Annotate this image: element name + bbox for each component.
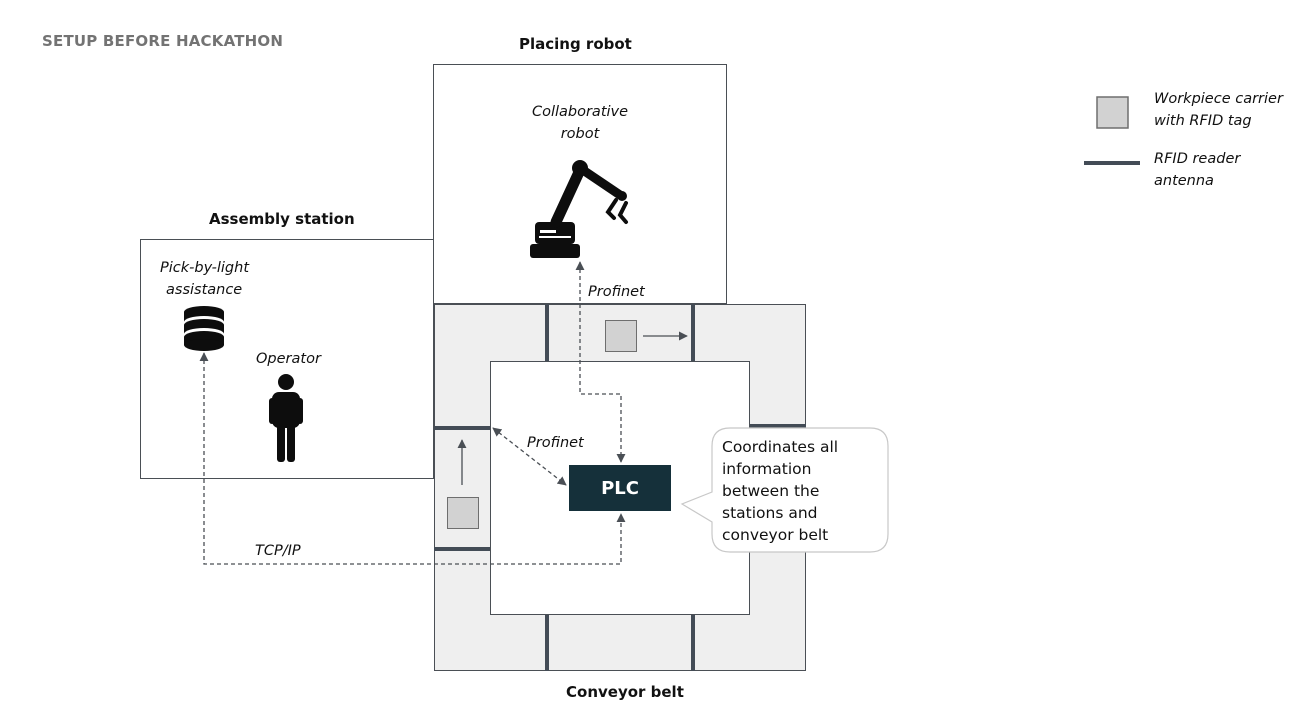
callout-line: Coordinates all: [722, 438, 839, 456]
legend-carrier-line1: Workpiece carrier: [1154, 91, 1283, 107]
conveyor-belt-title: Conveyor belt: [566, 683, 684, 701]
legend-antenna-line2: antenna: [1154, 173, 1214, 189]
callout-line: stations and: [722, 504, 818, 522]
callout-line: between the: [722, 482, 820, 500]
person-icon: [269, 374, 303, 462]
rfid-antenna: [750, 424, 806, 428]
profinet-conveyor-connection: [492, 427, 567, 486]
rfid-antenna: [691, 615, 695, 671]
profinet-robot-connection: [575, 261, 626, 463]
legend-carrier-line2: with RFID tag: [1154, 113, 1252, 129]
rfid-antenna: [434, 547, 490, 551]
robot-arm-icon: [530, 160, 628, 258]
callout-line: information: [722, 460, 812, 478]
light-stack-icon: [184, 306, 224, 351]
placing-robot-title: Placing robot: [519, 35, 632, 53]
rfid-antenna: [545, 304, 549, 361]
plc-callout: Coordinates all information between the …: [722, 436, 838, 546]
legend-carrier-label: Workpiece carrier with RFID tag: [1154, 88, 1283, 132]
collaborative-robot-line1: Collaborative: [531, 104, 629, 120]
tcpip-connection: [199, 352, 626, 565]
legend-antenna-line1: RFID reader: [1154, 151, 1241, 167]
collaborative-robot-line2: robot: [560, 126, 600, 142]
callout-bubble: [680, 427, 889, 553]
assembly-station-title: Assembly station: [209, 210, 355, 228]
rfid-antenna: [545, 615, 549, 671]
rfid-antenna: [691, 304, 695, 361]
callout-line: conveyor belt: [722, 526, 829, 544]
pick-by-light-label: Pick-by-light assistance: [160, 257, 249, 301]
page-title: SETUP BEFORE HACKATHON: [42, 32, 284, 50]
tcpip-label: TCP/IP: [255, 543, 301, 559]
legend-carrier-icon: [1096, 96, 1129, 129]
pick-by-light-line1: Pick-by-light: [160, 260, 250, 276]
legend-antenna-label: RFID reader antenna: [1154, 148, 1240, 192]
pick-by-light-line2: assistance: [166, 282, 243, 298]
collaborative-robot-label: Collaborative robot: [433, 101, 727, 145]
